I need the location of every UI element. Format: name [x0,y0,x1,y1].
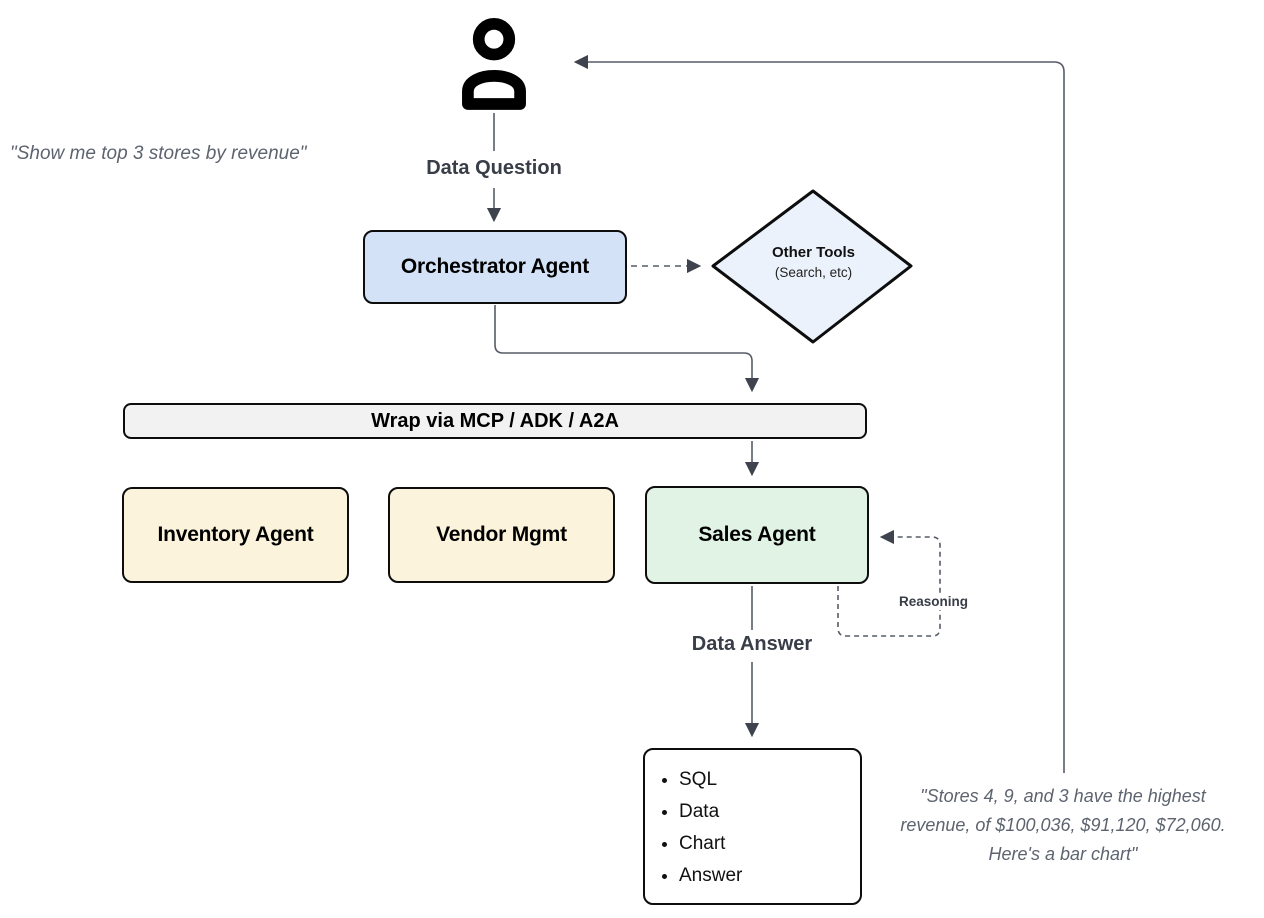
vendor-mgmt-node: Vendor Mgmt [388,487,615,583]
other-tools-title: Other Tools [771,244,856,261]
sales-agent-node: Sales Agent [645,486,869,584]
output-artifacts-node: SQL Data Chart Answer [643,748,862,905]
data-answer-label: Data Answer [691,633,813,655]
arrow-reasoning-loop [837,529,941,637]
output-list: SQL Data Chart Answer [645,764,860,892]
arrow-orchestrator-wrapbar [494,305,760,393]
user-quote: "Show me top 3 stores by revenue" [10,143,307,164]
inventory-agent-label: Inventory Agent [157,523,314,546]
orchestrator-agent-label: Orchestrator Agent [400,255,590,278]
arrow-feedback-to-user [573,54,1065,773]
output-item: Answer [679,860,860,892]
inventory-agent-node: Inventory Agent [122,487,349,583]
output-item: SQL [679,764,860,796]
output-item: Data [679,796,860,828]
other-tools-node: Other Tools (Search, etc) [741,243,886,282]
orchestrator-agent-node: Orchestrator Agent [363,230,627,304]
other-tools-diamond [711,189,913,344]
assistant-quote: "Stores 4, 9, and 3 have the highest rev… [900,786,1226,864]
wrap-mcp-adk-a2a-bar: Wrap via MCP / ADK / A2A [123,403,867,439]
user-node [449,13,539,119]
data-question-label: Data Question [426,157,562,179]
reasoning-label: Reasoning [895,593,973,610]
other-tools-subtitle: (Search, etc) [774,265,853,280]
output-item: Chart [679,828,860,860]
person-icon [462,18,526,110]
wrap-bar-label: Wrap via MCP / ADK / A2A [371,409,619,432]
vendor-mgmt-label: Vendor Mgmt [436,523,567,546]
sales-agent-label: Sales Agent [698,523,816,546]
